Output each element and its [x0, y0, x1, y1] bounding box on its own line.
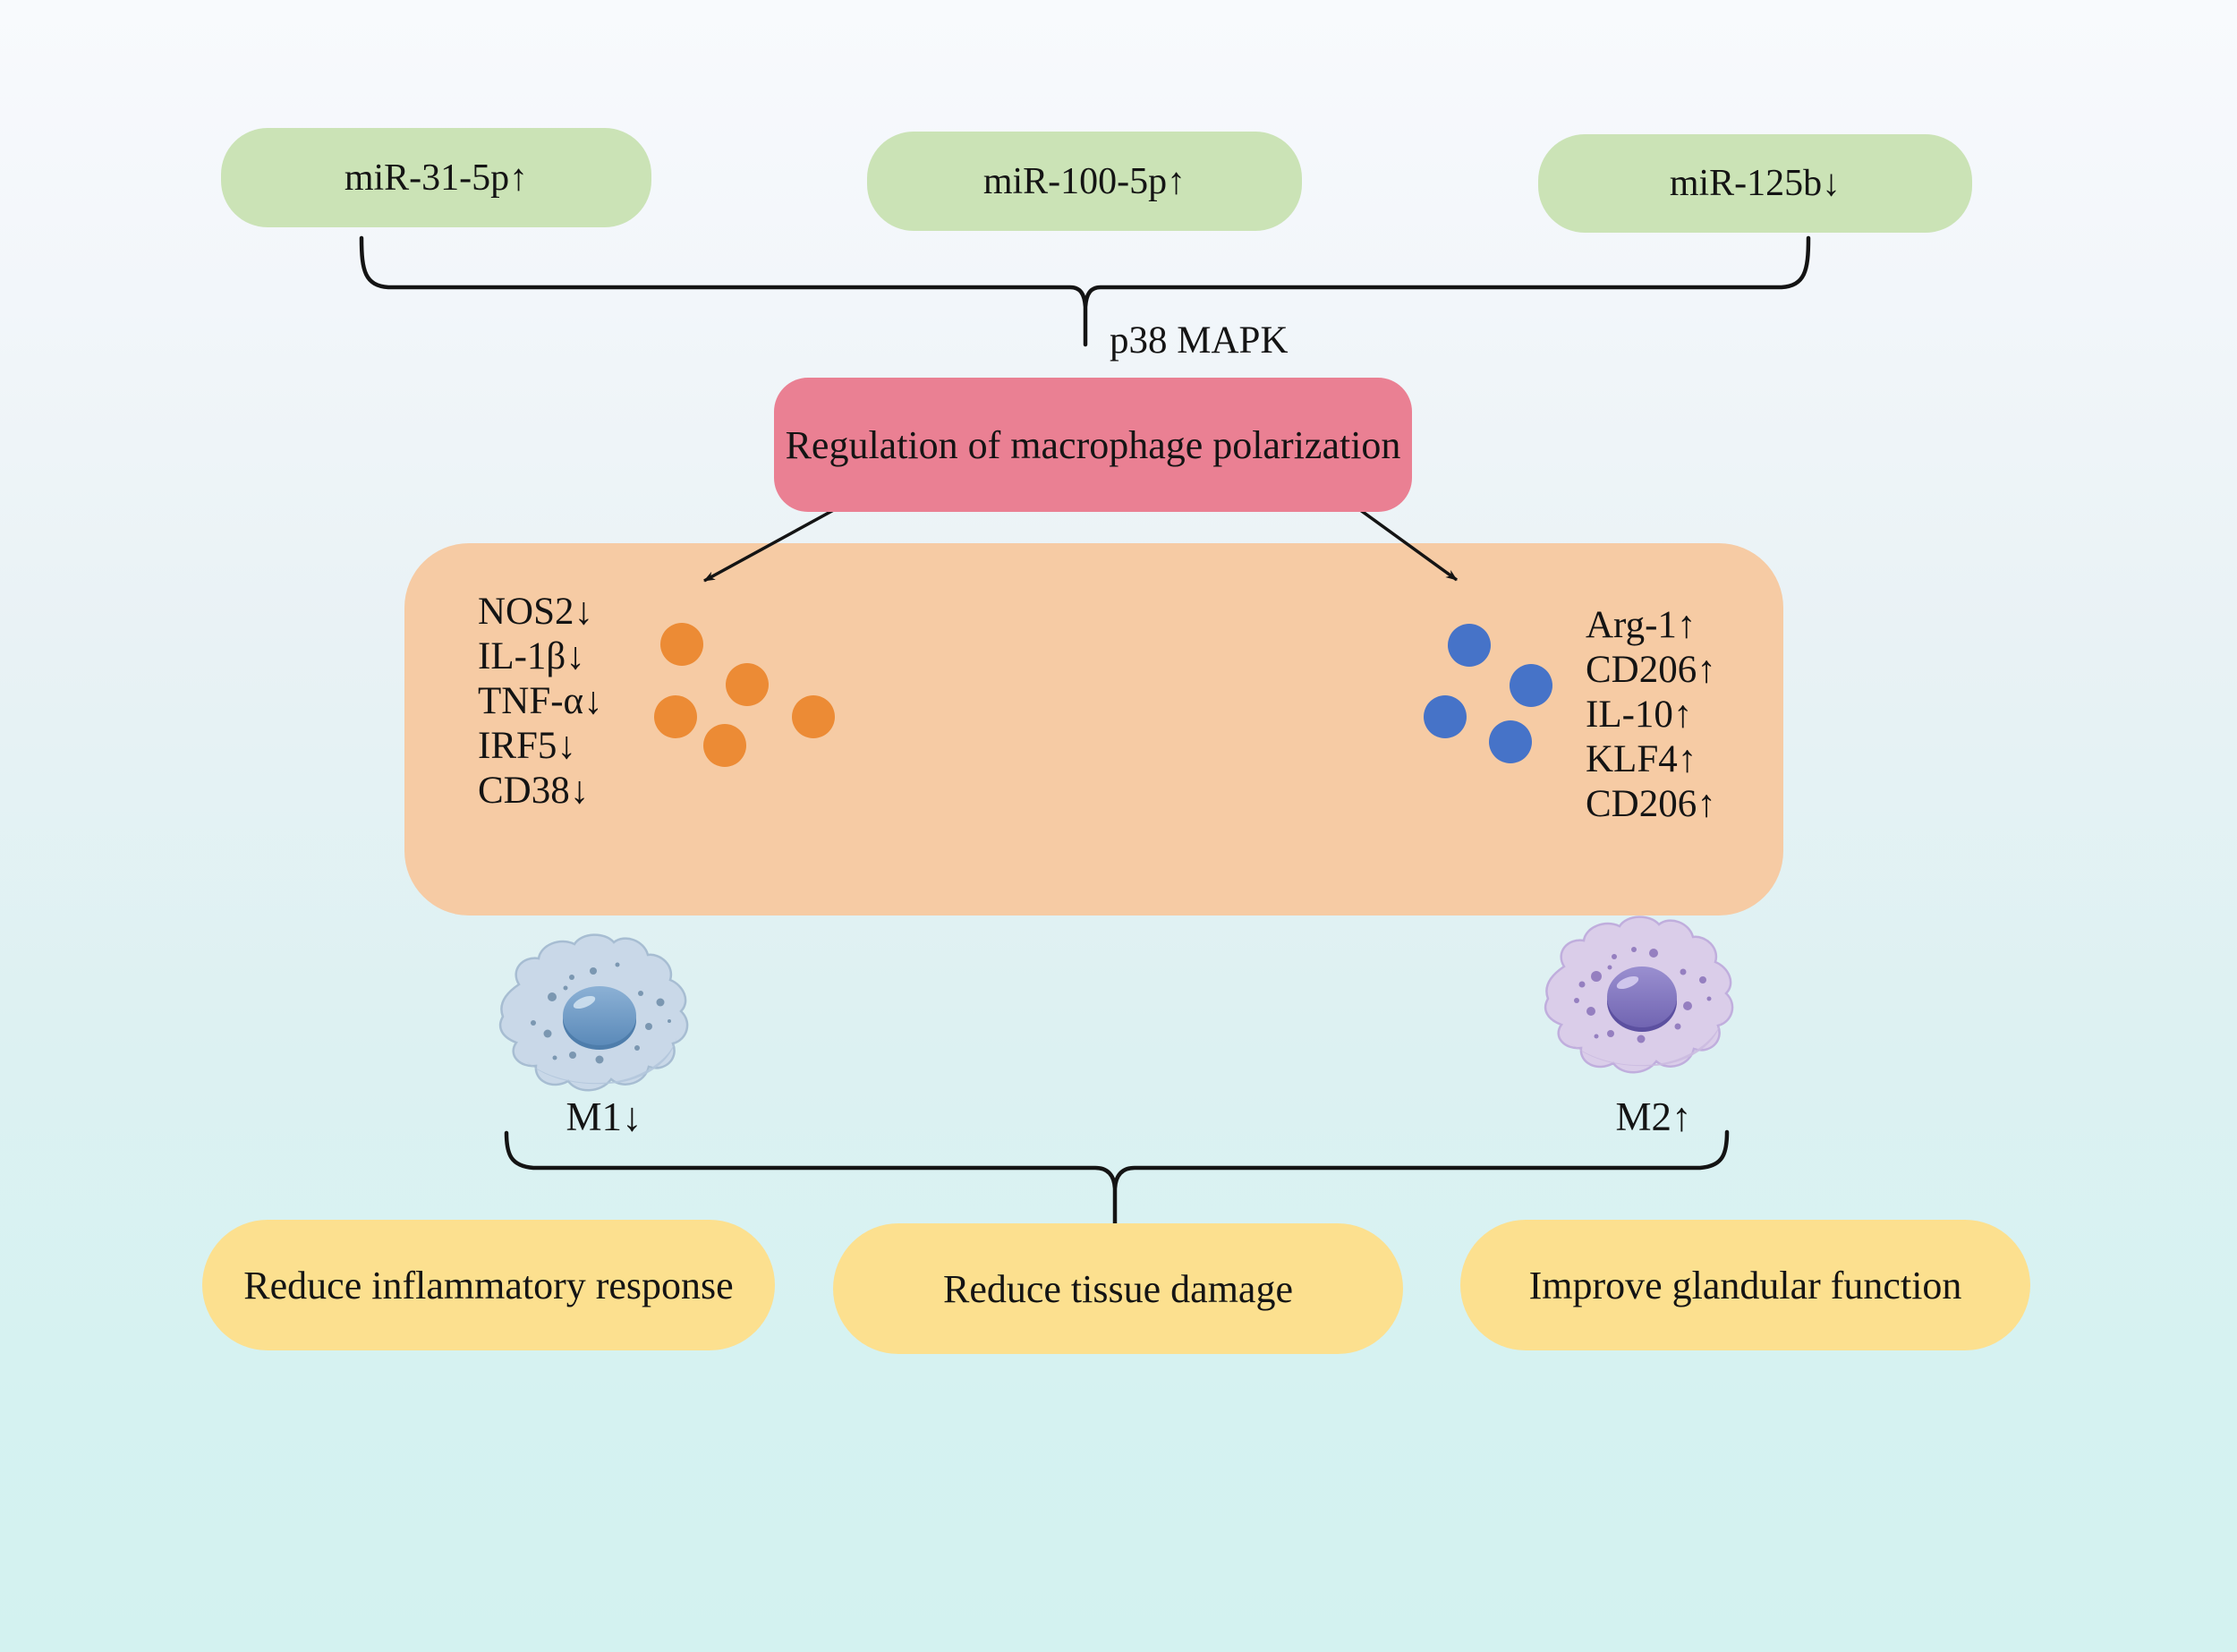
mirna-pill-mir-100-5p: miR-100-5p↑: [867, 132, 1302, 231]
macrophage-granules: [531, 962, 671, 1064]
nucleus-highlight: [573, 995, 596, 1009]
m1-marker: IRF5↓: [478, 725, 576, 767]
m1-cytokine-dot: [660, 623, 703, 666]
m1-marker: TNF-α↓: [478, 680, 603, 722]
macrophage-nucleus: [1607, 967, 1677, 1027]
m1-cell-label: M1↓: [566, 1094, 642, 1139]
m1-marker: NOS2↓: [478, 591, 594, 633]
m1-cytokine-dot: [792, 695, 835, 738]
macrophage-nucleus: [563, 986, 636, 1045]
m1-marker: IL-1β↓: [478, 635, 585, 677]
outcome-pill-glandular-function: Improve glandular function: [1460, 1220, 2030, 1350]
outcome-pill-label: Improve glandular function: [1528, 1263, 1962, 1307]
pathway-label: p38 MAPK: [1110, 319, 1289, 362]
outcome-pill-inflammatory: Reduce inflammatory response: [202, 1220, 775, 1350]
m1-cytokine-dot: [726, 663, 769, 706]
m2-marker: CD206↑: [1586, 783, 1716, 825]
m2-marker: KLF4↑: [1586, 738, 1697, 780]
mirna-pill-mir-31-5p: miR-31-5p↑: [221, 128, 651, 227]
m2-marker-list: Arg-1↑ CD206↑ IL-10↑ KLF4↑ CD206↑: [1586, 603, 1716, 827]
m2-macrophage-cell-illustration: [1544, 915, 1734, 1074]
top-brace-connector: [359, 235, 1811, 347]
regulation-box-label: Regulation of macrophage polarization: [785, 422, 1401, 467]
m2-marker: CD206↑: [1586, 649, 1716, 691]
m1-marker: CD38↓: [478, 770, 590, 812]
outcome-pill-tissue-damage: Reduce tissue damage: [833, 1223, 1403, 1354]
mirna-pill-label: miR-100-5p↑: [982, 160, 1187, 202]
m1-cytokine-dot: [703, 724, 746, 767]
m2-cytokine-dots: [1424, 624, 1552, 763]
nucleus-highlight: [1616, 975, 1639, 990]
mirna-pill-label: miR-31-5p↑: [344, 157, 529, 199]
outcome-pill-label: Reduce tissue damage: [943, 1266, 1293, 1311]
mirna-pill-mir-125b: miR-125b↓: [1538, 134, 1972, 233]
regulation-box: Regulation of macrophage polarization: [774, 378, 1412, 512]
m2-cytokine-dot: [1448, 624, 1491, 667]
bottom-brace-connector: [504, 1129, 1730, 1230]
macrophage-granules: [1574, 947, 1712, 1043]
mirna-pill-label: miR-125b↓: [1669, 163, 1841, 204]
m2-cell-label: M2↑: [1615, 1094, 1692, 1139]
m2-cytokine-dot: [1510, 664, 1552, 707]
m2-cytokine-dot: [1489, 720, 1532, 763]
m2-marker: IL-10↑: [1586, 694, 1693, 736]
m1-cytokine-dots: [654, 623, 835, 767]
outcome-pill-label: Reduce inflammatory response: [243, 1263, 734, 1307]
polarization-panel: [404, 543, 1783, 915]
m1-cytokine-dot: [654, 695, 697, 738]
m2-cytokine-dot: [1424, 695, 1467, 738]
m2-marker: Arg-1↑: [1586, 604, 1697, 646]
m1-marker-list: NOS2↓ IL-1β↓ TNF-α↓ IRF5↓ CD38↓: [478, 590, 603, 813]
m1-macrophage-cell-illustration: [498, 933, 689, 1092]
